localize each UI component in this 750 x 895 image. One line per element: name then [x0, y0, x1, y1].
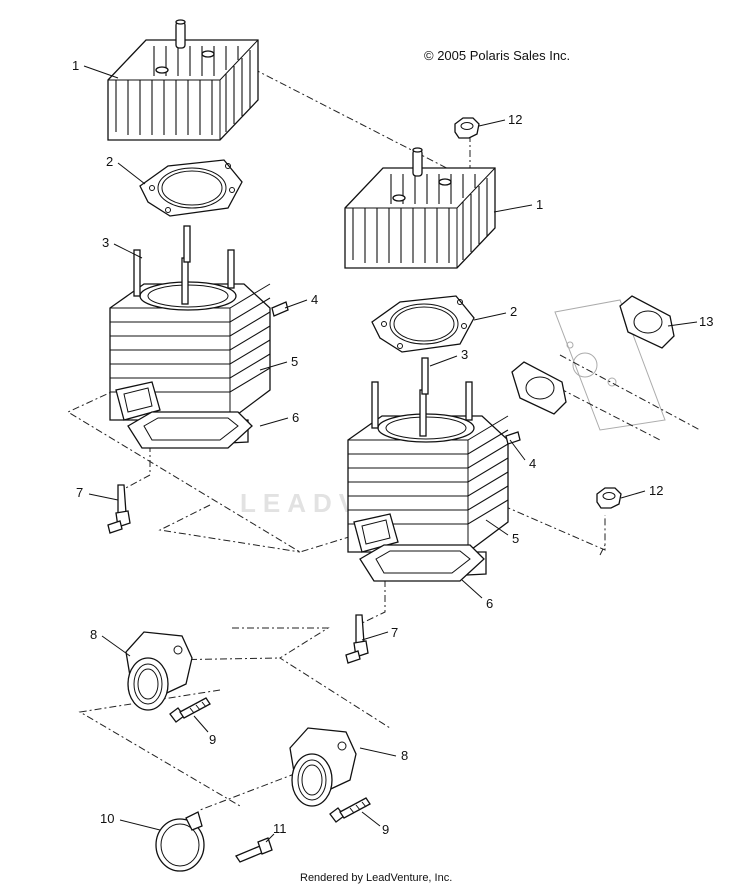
intake-flange-right [289, 727, 357, 807]
callout-elbow-right: 7 [391, 625, 398, 640]
callout-screw: 11 [273, 821, 287, 836]
exhaust-silhouette [554, 299, 666, 431]
callout-clamp: 10 [100, 811, 114, 826]
render-credit: Rendered by LeadVenture, Inc. [300, 872, 453, 884]
callout-stud-right: 3 [461, 347, 468, 362]
callout-head-right: 1 [536, 197, 543, 212]
leader-lines [83, 65, 698, 843]
copyright-notice: © 2005 Polaris Sales Inc. [424, 48, 571, 63]
callout-cylinder-right: 5 [512, 531, 519, 546]
base-gasket-right [359, 544, 485, 582]
callout-flange-left: 8 [90, 627, 97, 642]
callout-base-gasket-left: 6 [292, 410, 299, 425]
cylinder-head-right [344, 147, 496, 269]
callout-cylinder-left: 5 [291, 354, 298, 369]
callout-flange-right: 8 [401, 748, 408, 763]
elbow-fitting-left [107, 484, 131, 534]
callout-base-gasket-right: 6 [486, 596, 493, 611]
water-fitting-left [271, 301, 289, 317]
callout-gasket-right: 2 [510, 304, 517, 319]
callout-bolt-left: 9 [209, 732, 216, 747]
clamp-screw [235, 837, 273, 863]
hose-clamp [155, 811, 205, 872]
bolt-right [329, 797, 371, 823]
callout-exhaust-gasket: 13 [699, 314, 713, 329]
callout-bolt-right: 9 [382, 822, 389, 837]
head-gasket-left [139, 159, 243, 217]
head-gasket-right [371, 295, 475, 353]
flange-nut-top [454, 117, 480, 139]
callout-head-left: 1 [72, 58, 79, 73]
callout-fitting-left: 4 [311, 292, 318, 307]
callout-stud-left: 3 [102, 235, 109, 250]
callout-gasket-left: 2 [106, 154, 113, 169]
intake-flange-left [125, 631, 193, 711]
base-gasket-left [127, 411, 253, 449]
exhaust-gasket [619, 295, 675, 349]
callout-fitting-right: 4 [529, 456, 536, 471]
exhaust-gasket-small [511, 361, 567, 415]
callout-nut-mid: 12 [649, 483, 663, 498]
callout-nut-top: 12 [508, 112, 522, 127]
flange-nut-mid [596, 487, 622, 509]
cylinder-head-left [107, 19, 259, 141]
bolt-left [169, 697, 211, 723]
callout-labels: 1 1 2 2 3 3 4 4 5 5 6 6 7 7 8 8 9 9 10 1… [72, 58, 713, 837]
callout-elbow-left: 7 [76, 485, 83, 500]
water-fitting-right [505, 431, 521, 445]
